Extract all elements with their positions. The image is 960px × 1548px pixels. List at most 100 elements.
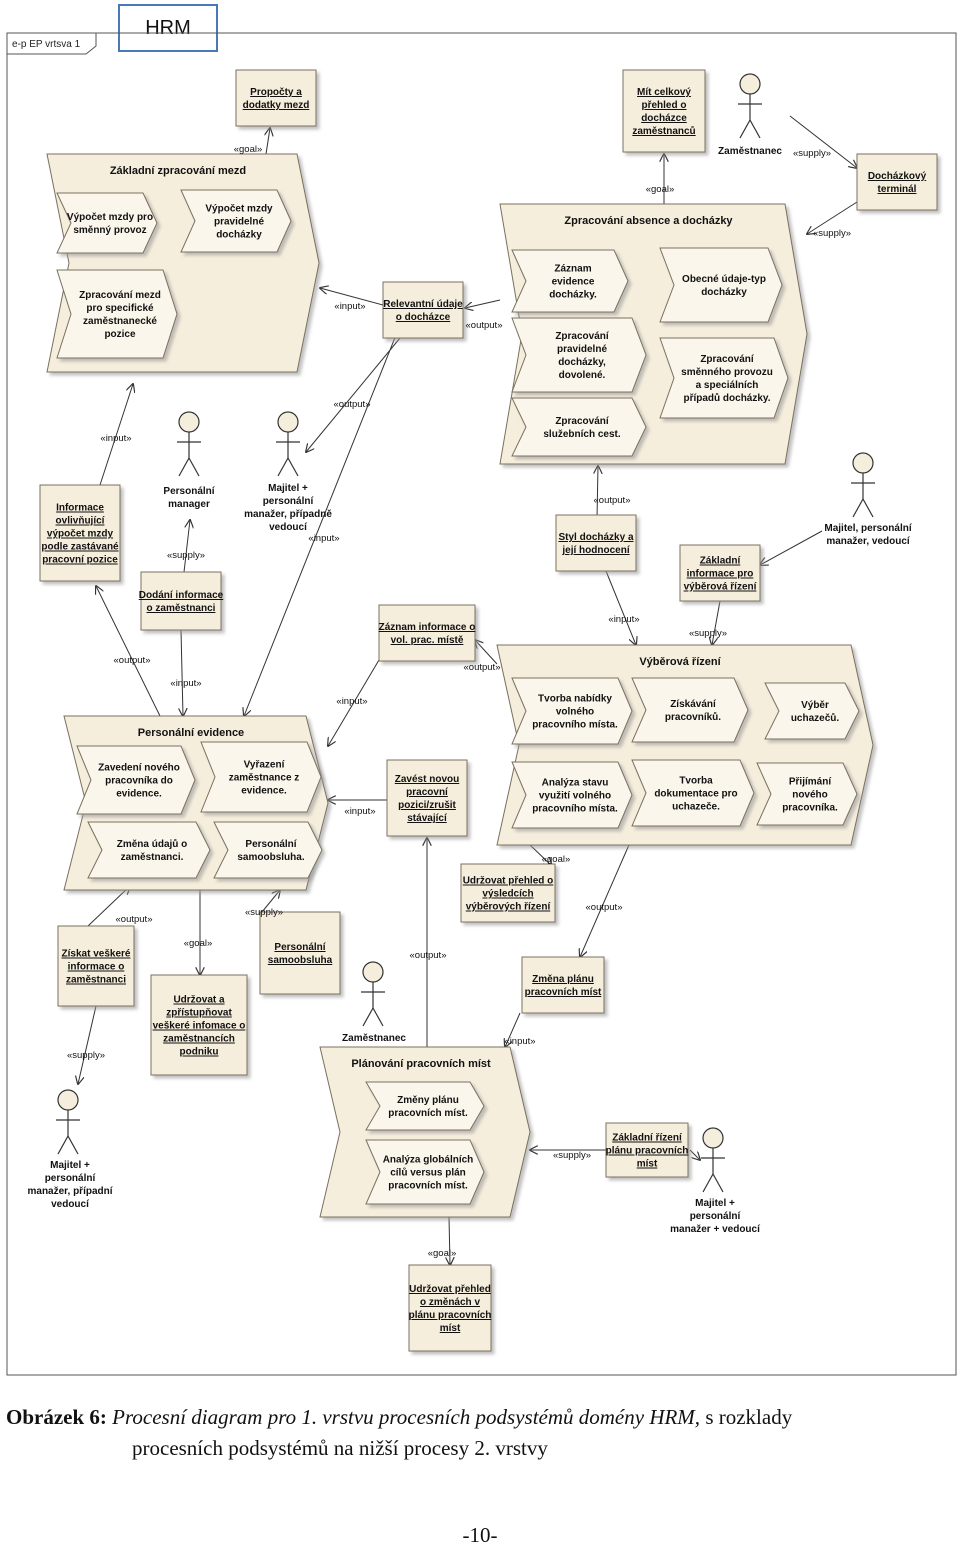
object-shape[interactable]	[408, 1264, 492, 1352]
subprocess-shape[interactable]	[631, 759, 755, 827]
connector-supply[interactable]	[807, 201, 858, 234]
object-shape[interactable]	[856, 153, 938, 211]
connector-supply[interactable]	[78, 1005, 97, 1084]
connector-output[interactable]	[87, 886, 130, 927]
subprocess-shape[interactable]	[56, 192, 158, 254]
subprocess-shape[interactable]	[213, 821, 323, 879]
connector-output[interactable]	[580, 837, 633, 957]
subprocess-shape[interactable]	[87, 821, 211, 879]
connector-supply[interactable]	[261, 890, 280, 913]
object-shape[interactable]	[150, 974, 248, 1076]
subprocess-shape[interactable]	[756, 762, 858, 826]
subprocess-shape[interactable]	[365, 1081, 485, 1131]
connector-output[interactable]	[306, 337, 401, 452]
object-shape[interactable]	[460, 863, 556, 923]
subprocess-shape[interactable]	[200, 741, 322, 813]
connector-supply[interactable]	[712, 600, 721, 645]
connector-input[interactable]	[99, 384, 133, 486]
subprocess-shape[interactable]	[511, 761, 633, 829]
object-shape[interactable]	[378, 604, 476, 662]
connector-supply[interactable]	[183, 520, 190, 573]
connector-supply[interactable]	[789, 115, 857, 168]
subprocess-shape[interactable]	[659, 337, 789, 419]
object-shape[interactable]	[679, 544, 761, 602]
actor[interactable]: Zaměstnanec	[718, 73, 782, 157]
connector-supply[interactable]	[760, 530, 823, 565]
subprocess-shape[interactable]	[659, 247, 783, 323]
subprocess-shape[interactable]	[511, 677, 633, 745]
subprocess-shape[interactable]	[56, 269, 178, 359]
connector-input[interactable]	[181, 629, 183, 716]
process-absence[interactable]: Zpracování absence a docházkyZáznamevide…	[499, 203, 808, 465]
object-shape[interactable]	[235, 69, 317, 127]
connector-output[interactable]	[96, 586, 161, 717]
object-box[interactable]: Zavést novoupracovnípozici/zrušitstávají…	[386, 759, 468, 837]
object-shape[interactable]	[140, 571, 222, 631]
subprocess-shape[interactable]	[365, 1139, 485, 1205]
subprocess-shape[interactable]	[511, 249, 629, 313]
subprocess-shape[interactable]	[764, 682, 860, 740]
connector-input[interactable]	[328, 659, 380, 746]
connector-input[interactable]	[505, 1012, 521, 1047]
connector-input[interactable]	[320, 288, 384, 306]
subprocess-shape[interactable]	[631, 677, 749, 743]
object-shape[interactable]	[521, 956, 605, 1014]
subprocess-shape[interactable]	[76, 745, 196, 815]
connector-output[interactable]	[465, 299, 501, 308]
connector-goal[interactable]	[529, 844, 552, 866]
object-shape[interactable]	[382, 281, 464, 339]
object-box[interactable]: Záznam informace ovol. prac. místě	[378, 604, 476, 662]
subprocess-shape[interactable]	[511, 397, 647, 457]
object-shape[interactable]	[57, 925, 135, 1007]
connector-output[interactable]	[475, 640, 498, 665]
connector-supply[interactable]	[689, 1149, 700, 1160]
connector-goal[interactable]	[266, 128, 270, 155]
connector-input[interactable]	[605, 570, 636, 645]
object-shape[interactable]	[605, 1122, 689, 1178]
object-shape[interactable]	[555, 514, 637, 572]
connector-goal[interactable]	[449, 1216, 450, 1265]
object-shape[interactable]	[622, 69, 706, 153]
object-shape[interactable]	[39, 484, 121, 582]
